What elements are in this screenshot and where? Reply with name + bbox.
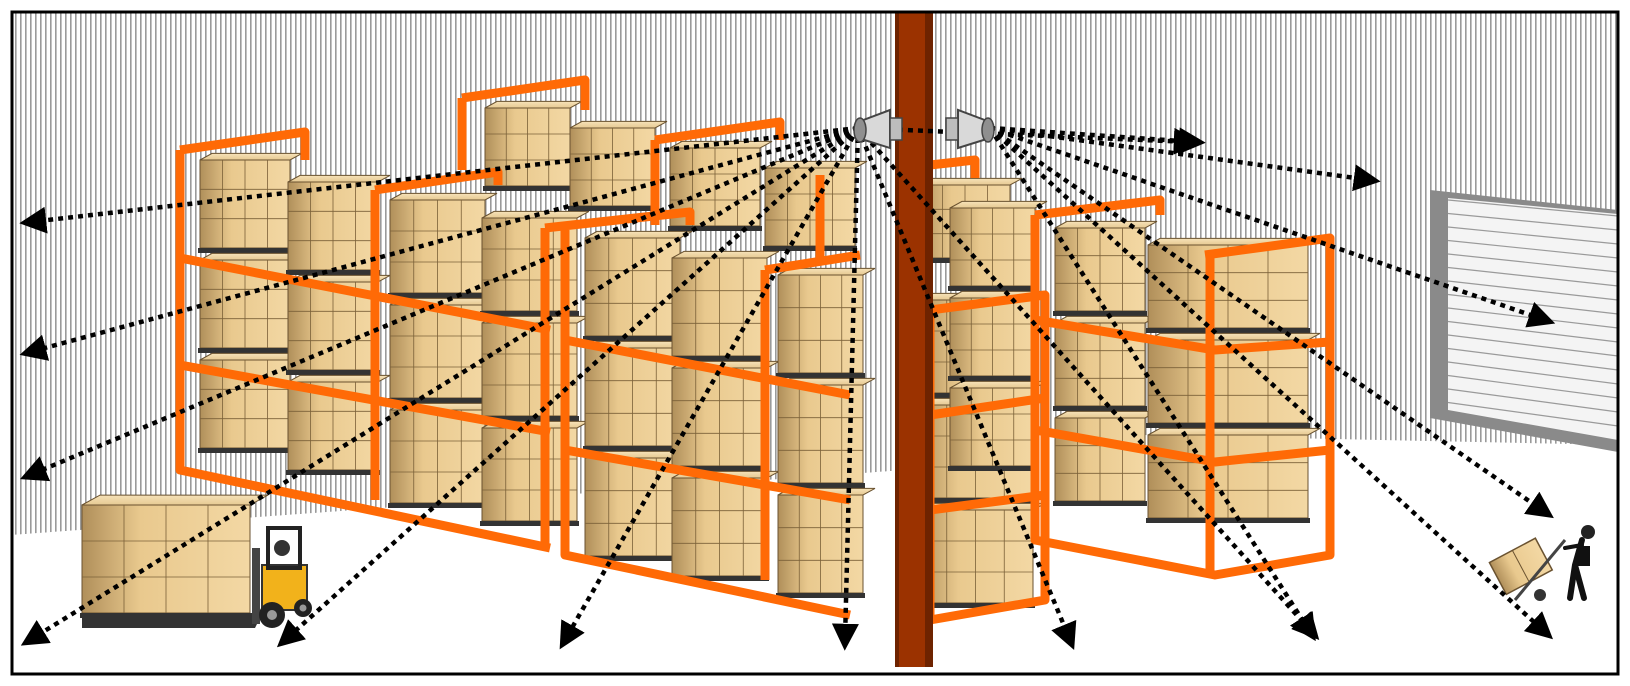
hand-truck-worker-icon xyxy=(1488,525,1595,601)
roll-up-door-icon xyxy=(1430,190,1619,452)
sound-coverage-arrows xyxy=(19,125,1556,651)
horn-speaker-icon xyxy=(853,108,903,150)
support-column xyxy=(895,12,933,667)
horn-speaker-icon xyxy=(945,108,995,150)
diagram-border xyxy=(10,10,1620,676)
forklift-icon xyxy=(80,494,312,628)
